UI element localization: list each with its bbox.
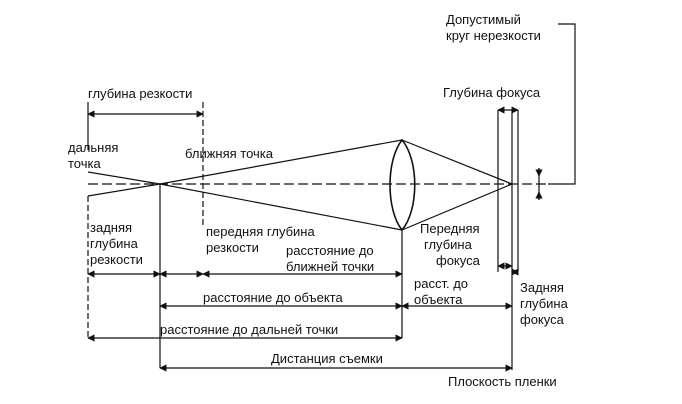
coc-label-1: Допустимый [446,12,521,27]
coc-leader [548,23,576,185]
film-plane-label: Плоскость пленки [448,374,557,389]
ray-image-top [401,139,513,185]
shooting-distance-label: Дистанция съемки [271,351,383,366]
rear-dof-label-3: резкости [90,252,143,267]
rear-dfocus-label-1: Задняя [520,280,564,295]
far-point-label-1: дальняя [68,140,118,155]
image-distance-label-2: объекта [414,292,463,307]
front-dfocus-label-3: фокуса [436,253,481,268]
rear-dfocus-label-3: фокуса [520,312,565,327]
ray-far-top [87,171,161,185]
ray-far-bottom [87,183,161,197]
near-distance-label-1: расстояние до [286,243,374,258]
depth-of-field-label: глубина резкости [88,86,192,101]
far-point-label-2: точка [68,156,101,171]
ray-image-bottom [401,183,513,231]
near-distance-label-2: ближней точки [286,259,374,274]
depth-of-focus-label: Глубина фокуса [443,85,541,100]
ray-object-bottom [159,183,403,231]
rear-dof-label-1: задняя [90,220,132,235]
coc-label-2: круг нерезкости [446,28,541,43]
far-distance-label: расстояние до дальней точки [160,322,338,337]
object-distance-label: расстояние до объекта [203,290,343,305]
front-dof-label-2: резкости [206,240,259,255]
front-dfocus-label-2: глубина [424,237,473,252]
ray-object-top [159,139,403,185]
front-dfocus-label-1: Передняя [420,221,480,236]
near-point-label: ближняя точка [185,146,274,161]
image-distance-label-1: расст. до [414,276,468,291]
rear-dof-label-2: глубина [90,236,139,251]
front-dof-label-1: передняя глубина [206,224,315,239]
lens [389,138,416,232]
rear-dfocus-label-2: глубина [520,296,569,311]
